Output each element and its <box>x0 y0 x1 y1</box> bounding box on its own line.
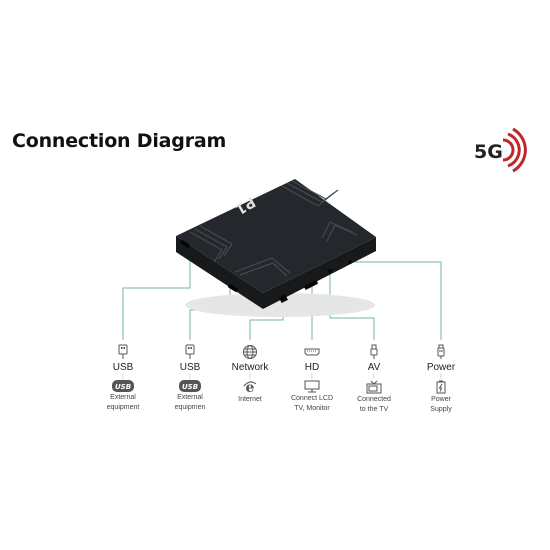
usb-plug-icon <box>185 344 195 359</box>
device-shadow <box>185 293 375 317</box>
av-port <box>328 269 332 273</box>
wifi-signal-icon: 5G <box>474 127 527 173</box>
svg-text:USB: USB <box>182 383 198 391</box>
globe-icon <box>243 345 257 359</box>
svg-text:USB: USB <box>115 383 131 391</box>
port-desc-1: External <box>177 394 203 401</box>
5g-badge: 5G <box>470 127 530 174</box>
port-desc-2: equipmen <box>174 404 206 411</box>
hdmi-port-icon <box>304 348 320 356</box>
port-desc-2: TV, Monitor <box>294 405 330 412</box>
usb-port-2 <box>227 283 239 293</box>
av-plug-icon <box>370 344 378 359</box>
line-av <box>329 270 375 340</box>
port-hd: HD ⋮ Connect LCD TV, Monitor <box>280 344 344 413</box>
port-label: USB <box>179 362 201 373</box>
port-desc-1: Connect LCD <box>290 395 334 402</box>
port-usb-1: USB ⋮ USB External equipment <box>91 344 155 412</box>
port-power: Power ⋮ Power Supply <box>409 344 473 414</box>
port-label: HD <box>304 362 320 373</box>
port-desc-1: Power <box>431 396 451 403</box>
port-desc-2: equipment <box>106 404 140 411</box>
svg-text:e: e <box>246 380 255 394</box>
port-desc-2: to the TV <box>359 406 389 413</box>
battery-icon <box>436 380 446 394</box>
port-desc-1: External <box>110 394 136 401</box>
port-label: AV <box>367 362 381 373</box>
port-av: AV ⋮ Connected to the TV <box>342 344 406 414</box>
device-front-side <box>176 236 376 309</box>
badge-text: 5G <box>474 141 503 163</box>
page-title: Connection Diagram <box>12 130 227 152</box>
port-label: Network <box>231 362 269 373</box>
port-desc-2: Supply <box>430 406 452 413</box>
usb-port-1 <box>179 239 191 249</box>
power-plug-icon <box>437 344 445 359</box>
monitor-icon <box>304 380 320 393</box>
line-power <box>350 261 442 340</box>
power-port <box>348 260 352 264</box>
network-port <box>278 294 288 304</box>
line-usb-1 <box>122 250 191 340</box>
port-label: USB <box>112 362 134 373</box>
port-desc-1: Internet <box>238 396 262 403</box>
port-desc-1: Connected <box>357 396 391 403</box>
usb-logo-icon: USB <box>179 380 201 392</box>
device-top <box>176 179 376 293</box>
port-network: Network ⋮ e Internet <box>218 344 282 404</box>
port-label: Power <box>426 362 456 373</box>
internet-explorer-icon: e <box>243 380 257 394</box>
hdmi-port <box>303 280 319 290</box>
tv-icon <box>366 380 382 394</box>
port-usb-2: USB ⋮ USB External equipmen <box>158 344 222 412</box>
usb-plug-icon <box>118 344 128 359</box>
usb-logo-icon: USB <box>112 380 134 392</box>
